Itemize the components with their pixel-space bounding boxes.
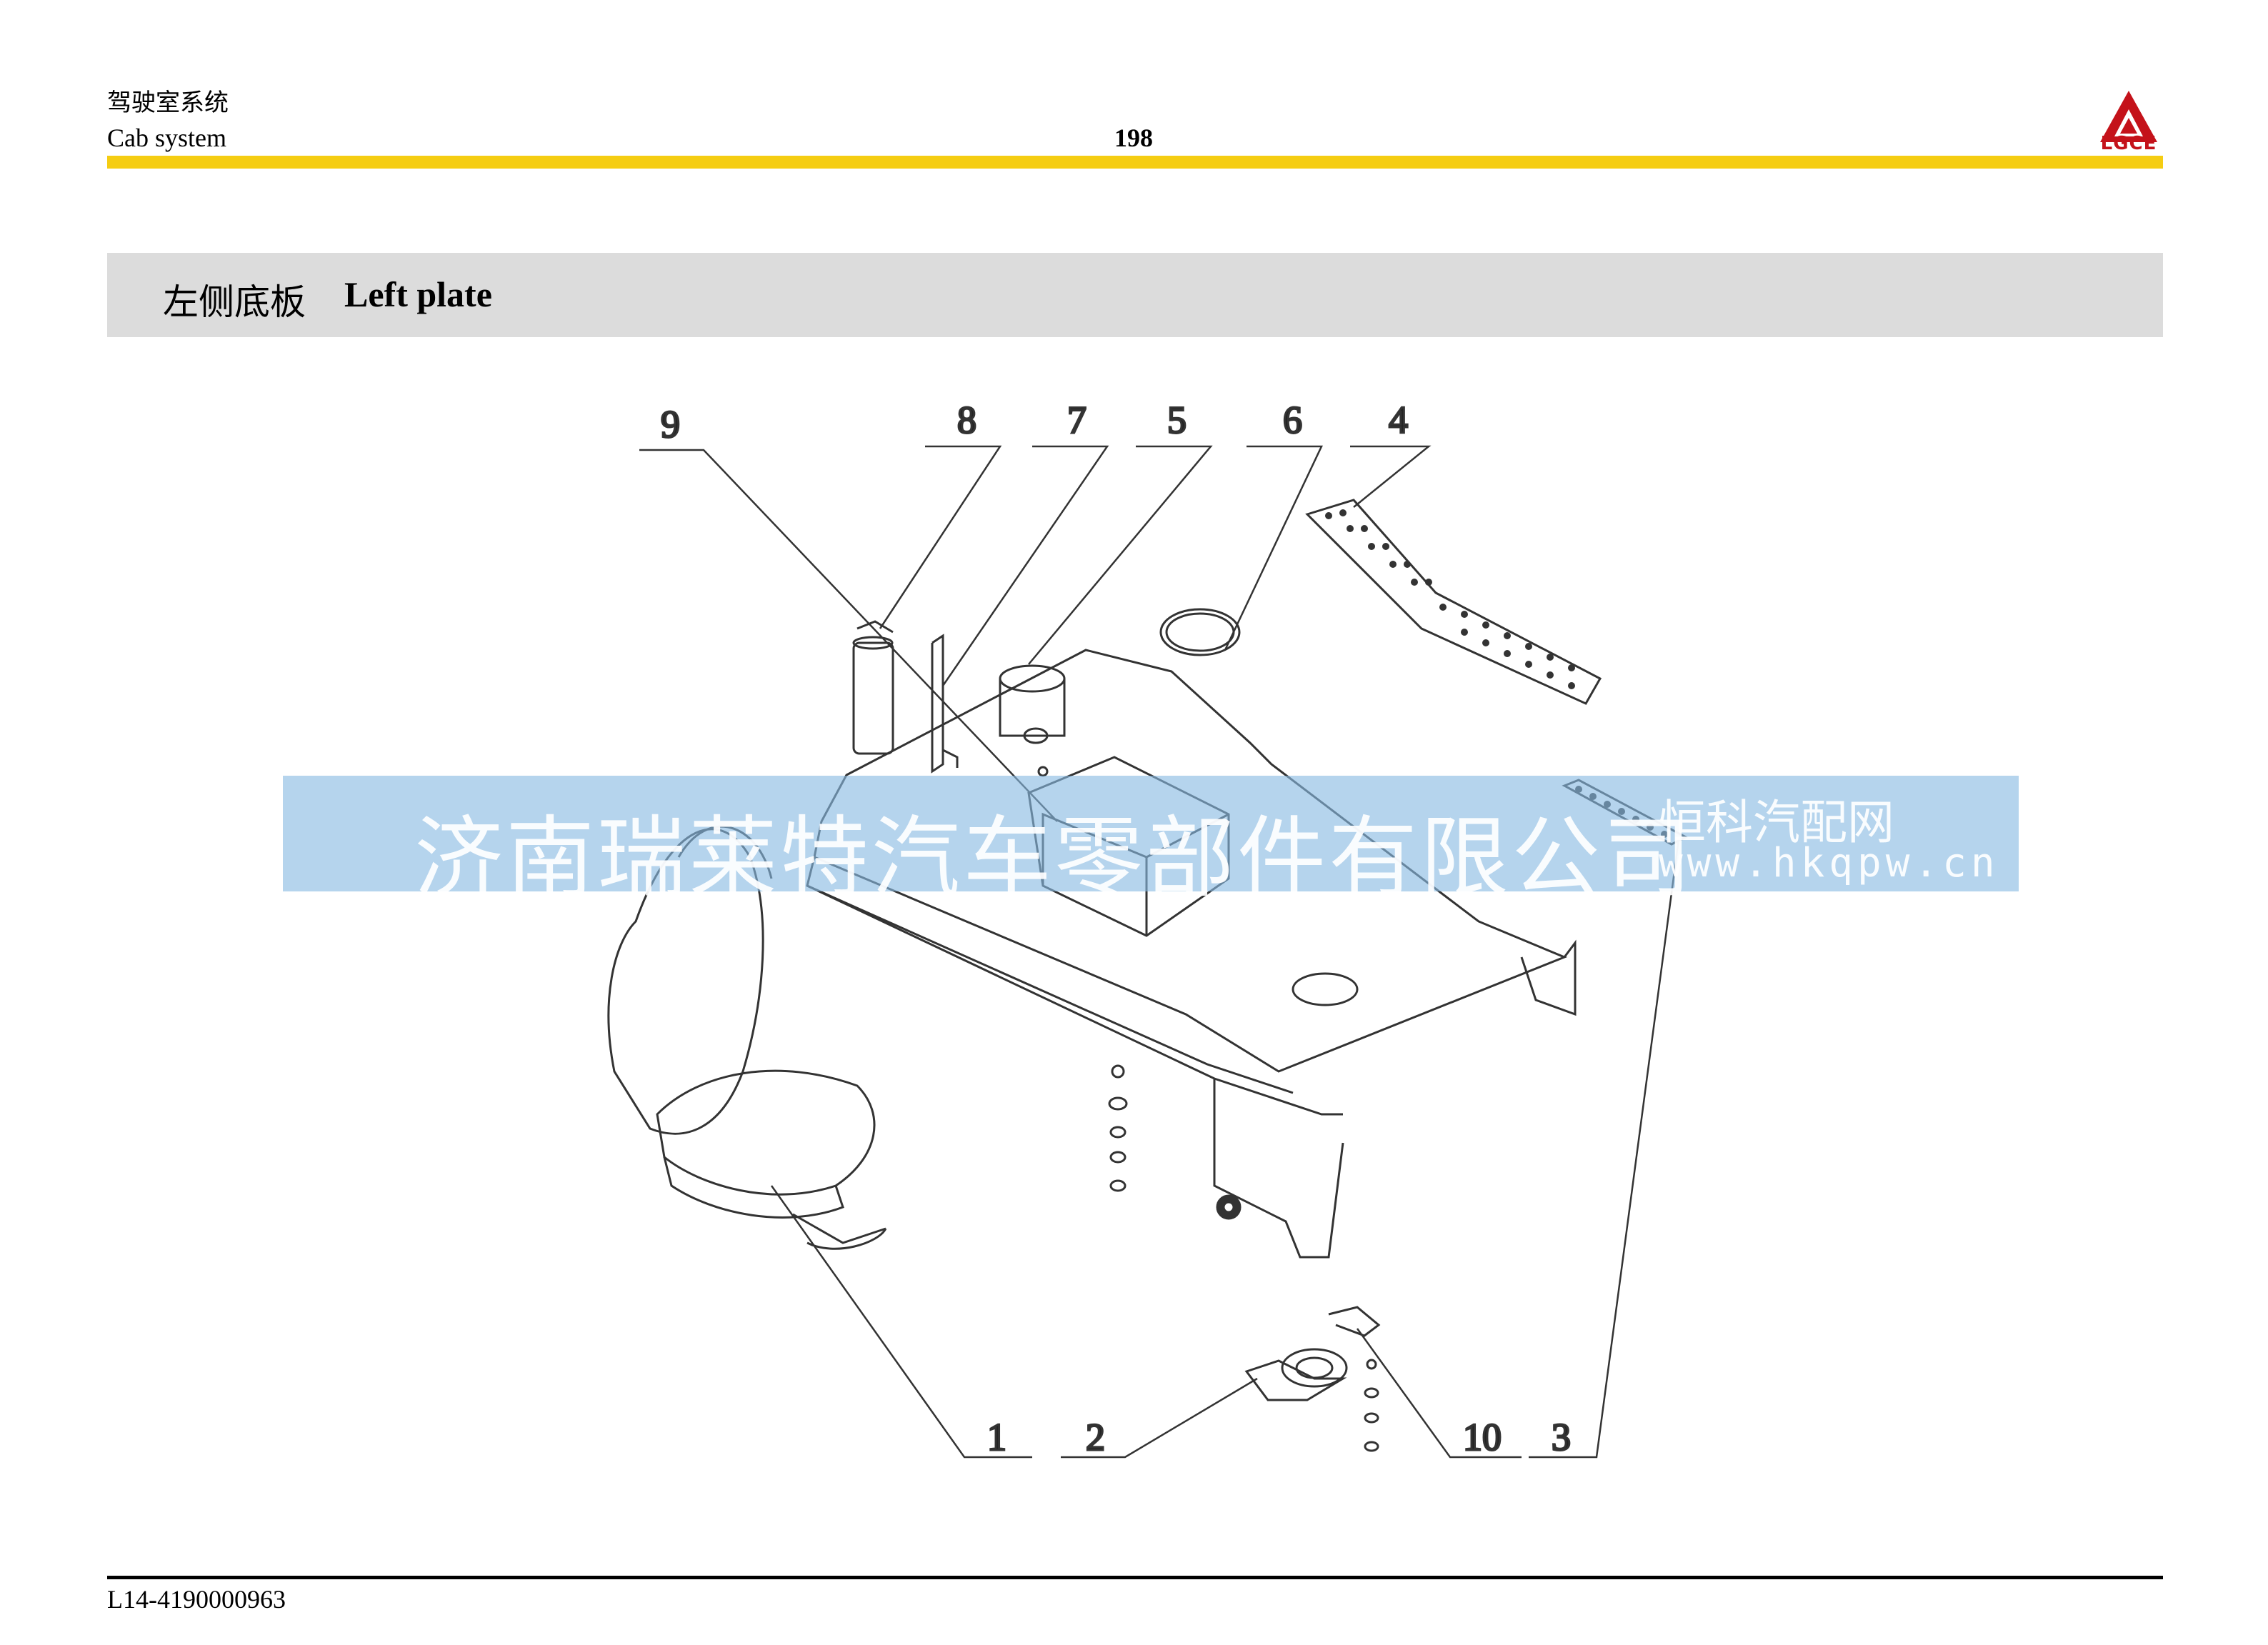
ring-clip-part <box>1159 608 1241 656</box>
watermark-url: www.hkqpw.cn <box>1659 840 1999 886</box>
fastener-stack-part <box>1037 766 1242 1220</box>
extinguisher-bracket-part <box>931 634 959 774</box>
brand-logo-text: LGCE <box>2100 133 2157 154</box>
page-number: 198 <box>1114 124 1153 152</box>
watermark-site-name: 恒科汽配网 <box>1659 795 1894 850</box>
section-title-en: Cab system <box>107 124 226 152</box>
callout-10: 10 <box>1463 1416 1502 1459</box>
watermark-band <box>283 776 2019 891</box>
diagram-title-en: Left plate <box>344 274 492 314</box>
diagram-title-cn: 左侧底板 <box>163 281 306 323</box>
callout-3: 3 <box>1552 1416 1571 1459</box>
seat-mount-part <box>1244 1306 1381 1452</box>
footer-part-code: L14-4190000963 <box>107 1585 286 1614</box>
brand-logo-icon <box>2100 91 2157 142</box>
callout-4: 4 <box>1389 399 1408 441</box>
title-band <box>107 253 2163 337</box>
callout-2: 2 <box>1086 1416 1105 1459</box>
callout-5: 5 <box>1167 399 1187 441</box>
footer-rule <box>107 1576 2163 1579</box>
header-accent-bar <box>107 156 2163 169</box>
callout-1: 1 <box>987 1416 1006 1459</box>
callout-6: 6 <box>1283 399 1302 441</box>
floor-plate-part <box>806 649 1577 1259</box>
fire-extinguisher-part <box>852 620 894 755</box>
callout-9: 9 <box>661 403 680 446</box>
callout-8: 8 <box>957 399 976 441</box>
section-title-cn: 驾驶室系统 <box>107 89 229 117</box>
callout-7: 7 <box>1067 399 1086 441</box>
bottle-holder-part <box>999 664 1066 744</box>
anti-slip-mat-part <box>1305 499 1602 705</box>
callout-leaders <box>639 445 1680 1459</box>
watermark-company: 济南瑞莱特汽车零部件有限公司 <box>414 807 1695 910</box>
